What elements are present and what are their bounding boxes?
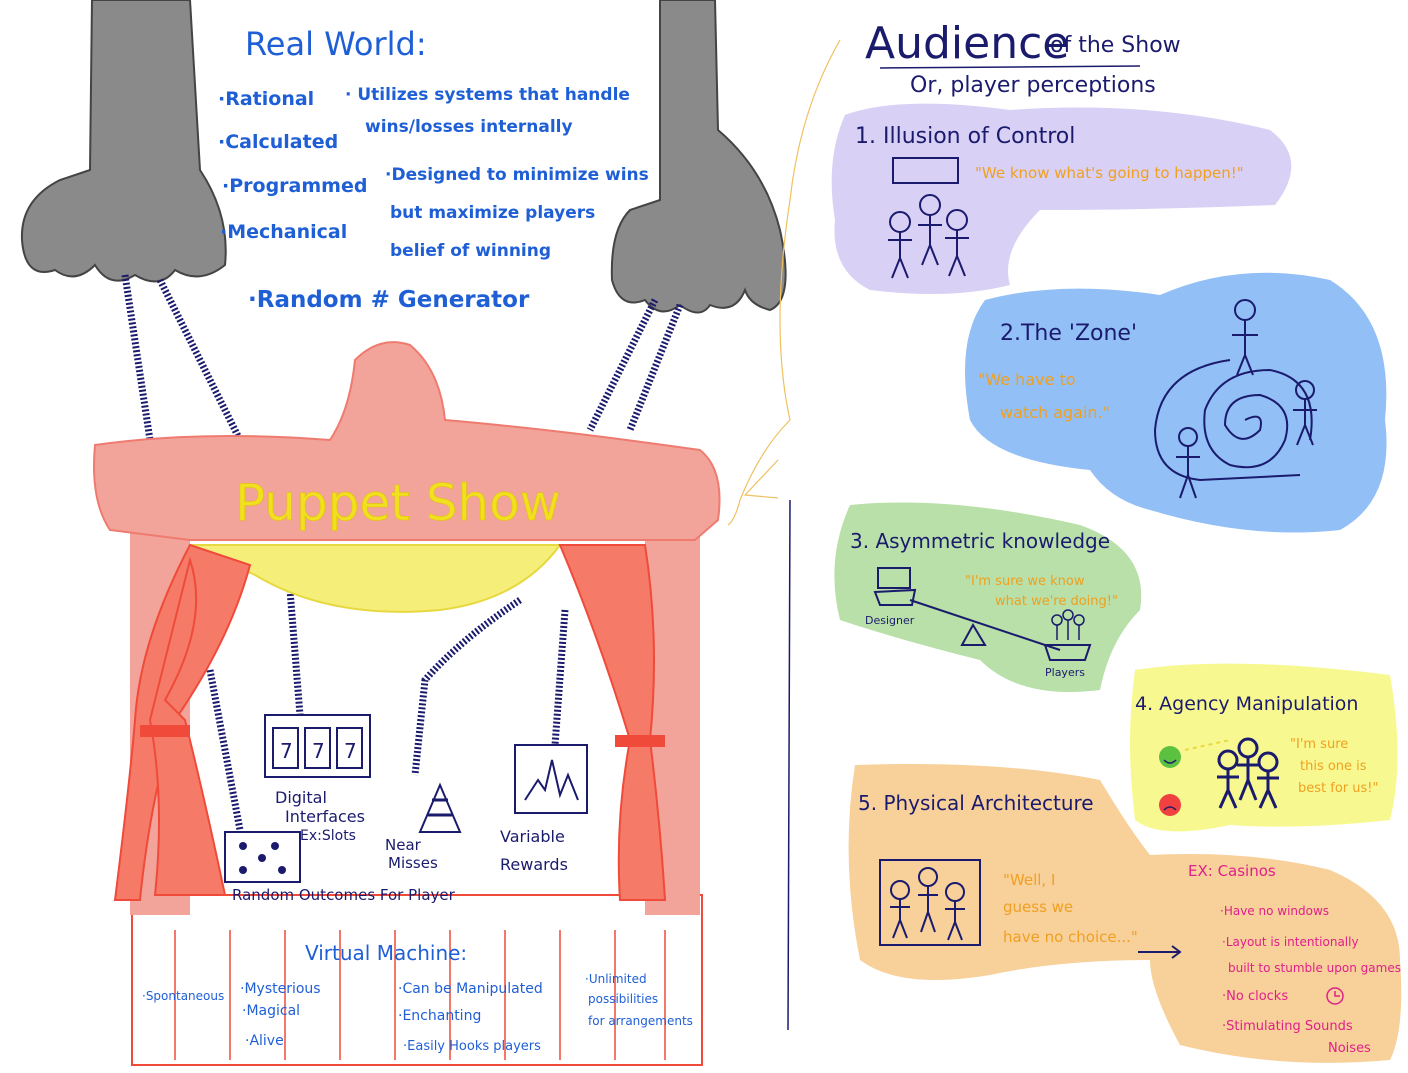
slot-machine-icon: 7 7 7	[264, 714, 371, 778]
virtual-machine-section: Virtual Machine: ·Spontaneous ·Mysteriou…	[142, 941, 693, 1054]
puppet-strings	[121, 274, 684, 831]
rw-rng: ·Random # Generator	[248, 287, 530, 313]
audience-subtitle: Or, player perceptions	[910, 73, 1156, 98]
audience-title-rest: of the Show	[1050, 33, 1181, 58]
near-label-1: Near	[385, 836, 422, 854]
vm-mysterious: ·Mysterious	[240, 981, 321, 997]
s2-quote-2: watch again."	[1000, 403, 1110, 422]
casino-2a: ·Layout is intentionally	[1222, 935, 1359, 949]
right-puppeteer-hand	[610, 0, 787, 314]
chart-icon	[514, 744, 588, 814]
near-label-2: Misses	[388, 854, 438, 872]
rw-item-rational: ·Rational	[218, 88, 314, 110]
rw-item-mechanical: ·Mechanical	[220, 221, 347, 243]
rw-utilizes-line1: · Utilizes systems that handle	[345, 85, 630, 105]
s1-title: 1. Illusion of Control	[855, 124, 1075, 149]
s2-quote-1: "We have to	[978, 370, 1076, 389]
puppet-show-title: Puppet Show	[235, 474, 561, 532]
s5-quote-3: have no choice..."	[1003, 928, 1138, 946]
slot-reel-1: 7	[280, 739, 293, 763]
vm-enchanting: ·Enchanting	[398, 1008, 481, 1024]
random-outcomes-label: Random Outcomes For Player	[232, 886, 456, 904]
rw-item-programmed: ·Programmed	[222, 175, 367, 197]
s4-title: 4. Agency Manipulation	[1135, 693, 1358, 715]
slot-reel-3: 7	[344, 739, 357, 763]
s3-title: 3. Asymmetric knowledge	[850, 529, 1110, 553]
variable-label-2: Rewards	[500, 855, 568, 874]
vm-unlimited: ·Unlimited	[585, 972, 647, 986]
vm-possibilities: possibilities	[588, 992, 658, 1006]
s3-quote-2: what we're doing!"	[995, 594, 1118, 609]
digital-label-3: Ex:Slots	[300, 828, 356, 844]
section-the-zone: 2.The 'Zone' "We have to watch again."	[965, 272, 1387, 533]
rw-designed-line3: belief of winning	[390, 241, 551, 261]
vm-spontaneous: ·Spontaneous	[142, 989, 224, 1003]
variable-label-1: Variable	[500, 827, 565, 846]
vm-manipulated: ·Can be Manipulated	[398, 981, 543, 997]
audience-header: Audience of the Show Or, player percepti…	[865, 18, 1181, 98]
s4-quote-2: this one is	[1300, 759, 1367, 774]
happy-face-icon	[1159, 746, 1181, 768]
vm-arrangements: for arrangements	[588, 1014, 693, 1028]
angry-face-icon	[1159, 794, 1181, 816]
rw-designed-line2: but maximize players	[390, 203, 595, 223]
s3-quote-1: "I'm sure we know	[965, 574, 1085, 589]
rw-designed-line1: ·Designed to minimize wins	[385, 165, 649, 185]
clock-icon	[1326, 987, 1344, 1005]
casino-1: ·Have no windows	[1220, 904, 1329, 918]
left-puppeteer-hand	[20, 0, 227, 283]
casino-2b: built to stumble upon games	[1228, 961, 1401, 975]
s1-quote: "We know what's going to happen!"	[975, 164, 1244, 182]
vm-hooks: ·Easily Hooks players	[403, 1039, 541, 1054]
s4-quote-3: best for us!"	[1298, 781, 1378, 796]
s5-title: 5. Physical Architecture	[858, 791, 1094, 815]
casino-title: EX: Casinos	[1188, 862, 1276, 880]
section-asymmetric-knowledge: 3. Asymmetric knowledge "I'm sure we kno…	[834, 502, 1142, 692]
dice-icon	[224, 831, 301, 883]
rw-utilizes-line2: wins/losses internally	[365, 117, 573, 137]
vm-title: Virtual Machine:	[305, 941, 467, 965]
puppet-stage: Puppet Show	[93, 341, 721, 1066]
cone-icon	[418, 782, 462, 833]
vm-magical: ·Magical	[242, 1003, 300, 1019]
s4-quote-1: "I'm sure	[1290, 737, 1348, 752]
digital-label-1: Digital	[275, 788, 327, 807]
s3-players-label: Players	[1045, 666, 1085, 679]
section-physical-architecture: 5. Physical Architecture "Well, I guess …	[848, 764, 1402, 1063]
audience-title: Audience	[865, 18, 1069, 69]
vm-alive: ·Alive	[245, 1033, 284, 1049]
section-illusion-of-control: 1. Illusion of Control "We know what's g…	[831, 103, 1292, 294]
s5-quote-2: guess we	[1003, 898, 1073, 916]
real-world-section: Real World: ·Rational ·Calculated ·Progr…	[218, 25, 649, 313]
digital-label-2: Interfaces	[285, 807, 365, 826]
s5-quote-1: "Well, I	[1003, 871, 1055, 889]
casino-4a: ·Stimulating Sounds	[1222, 1019, 1353, 1034]
section-agency-manipulation: 4. Agency Manipulation "I'm sure this on…	[1130, 663, 1398, 832]
s3-designer-label: Designer	[865, 614, 915, 627]
s2-title: 2.The 'Zone'	[1000, 321, 1137, 346]
casino-4b: Noises	[1328, 1041, 1371, 1056]
divider	[727, 39, 841, 1031]
casino-3: ·No clocks	[1222, 989, 1288, 1004]
slot-reel-2: 7	[312, 739, 325, 763]
real-world-title: Real World:	[245, 25, 427, 63]
rw-item-calculated: ·Calculated	[218, 131, 338, 153]
